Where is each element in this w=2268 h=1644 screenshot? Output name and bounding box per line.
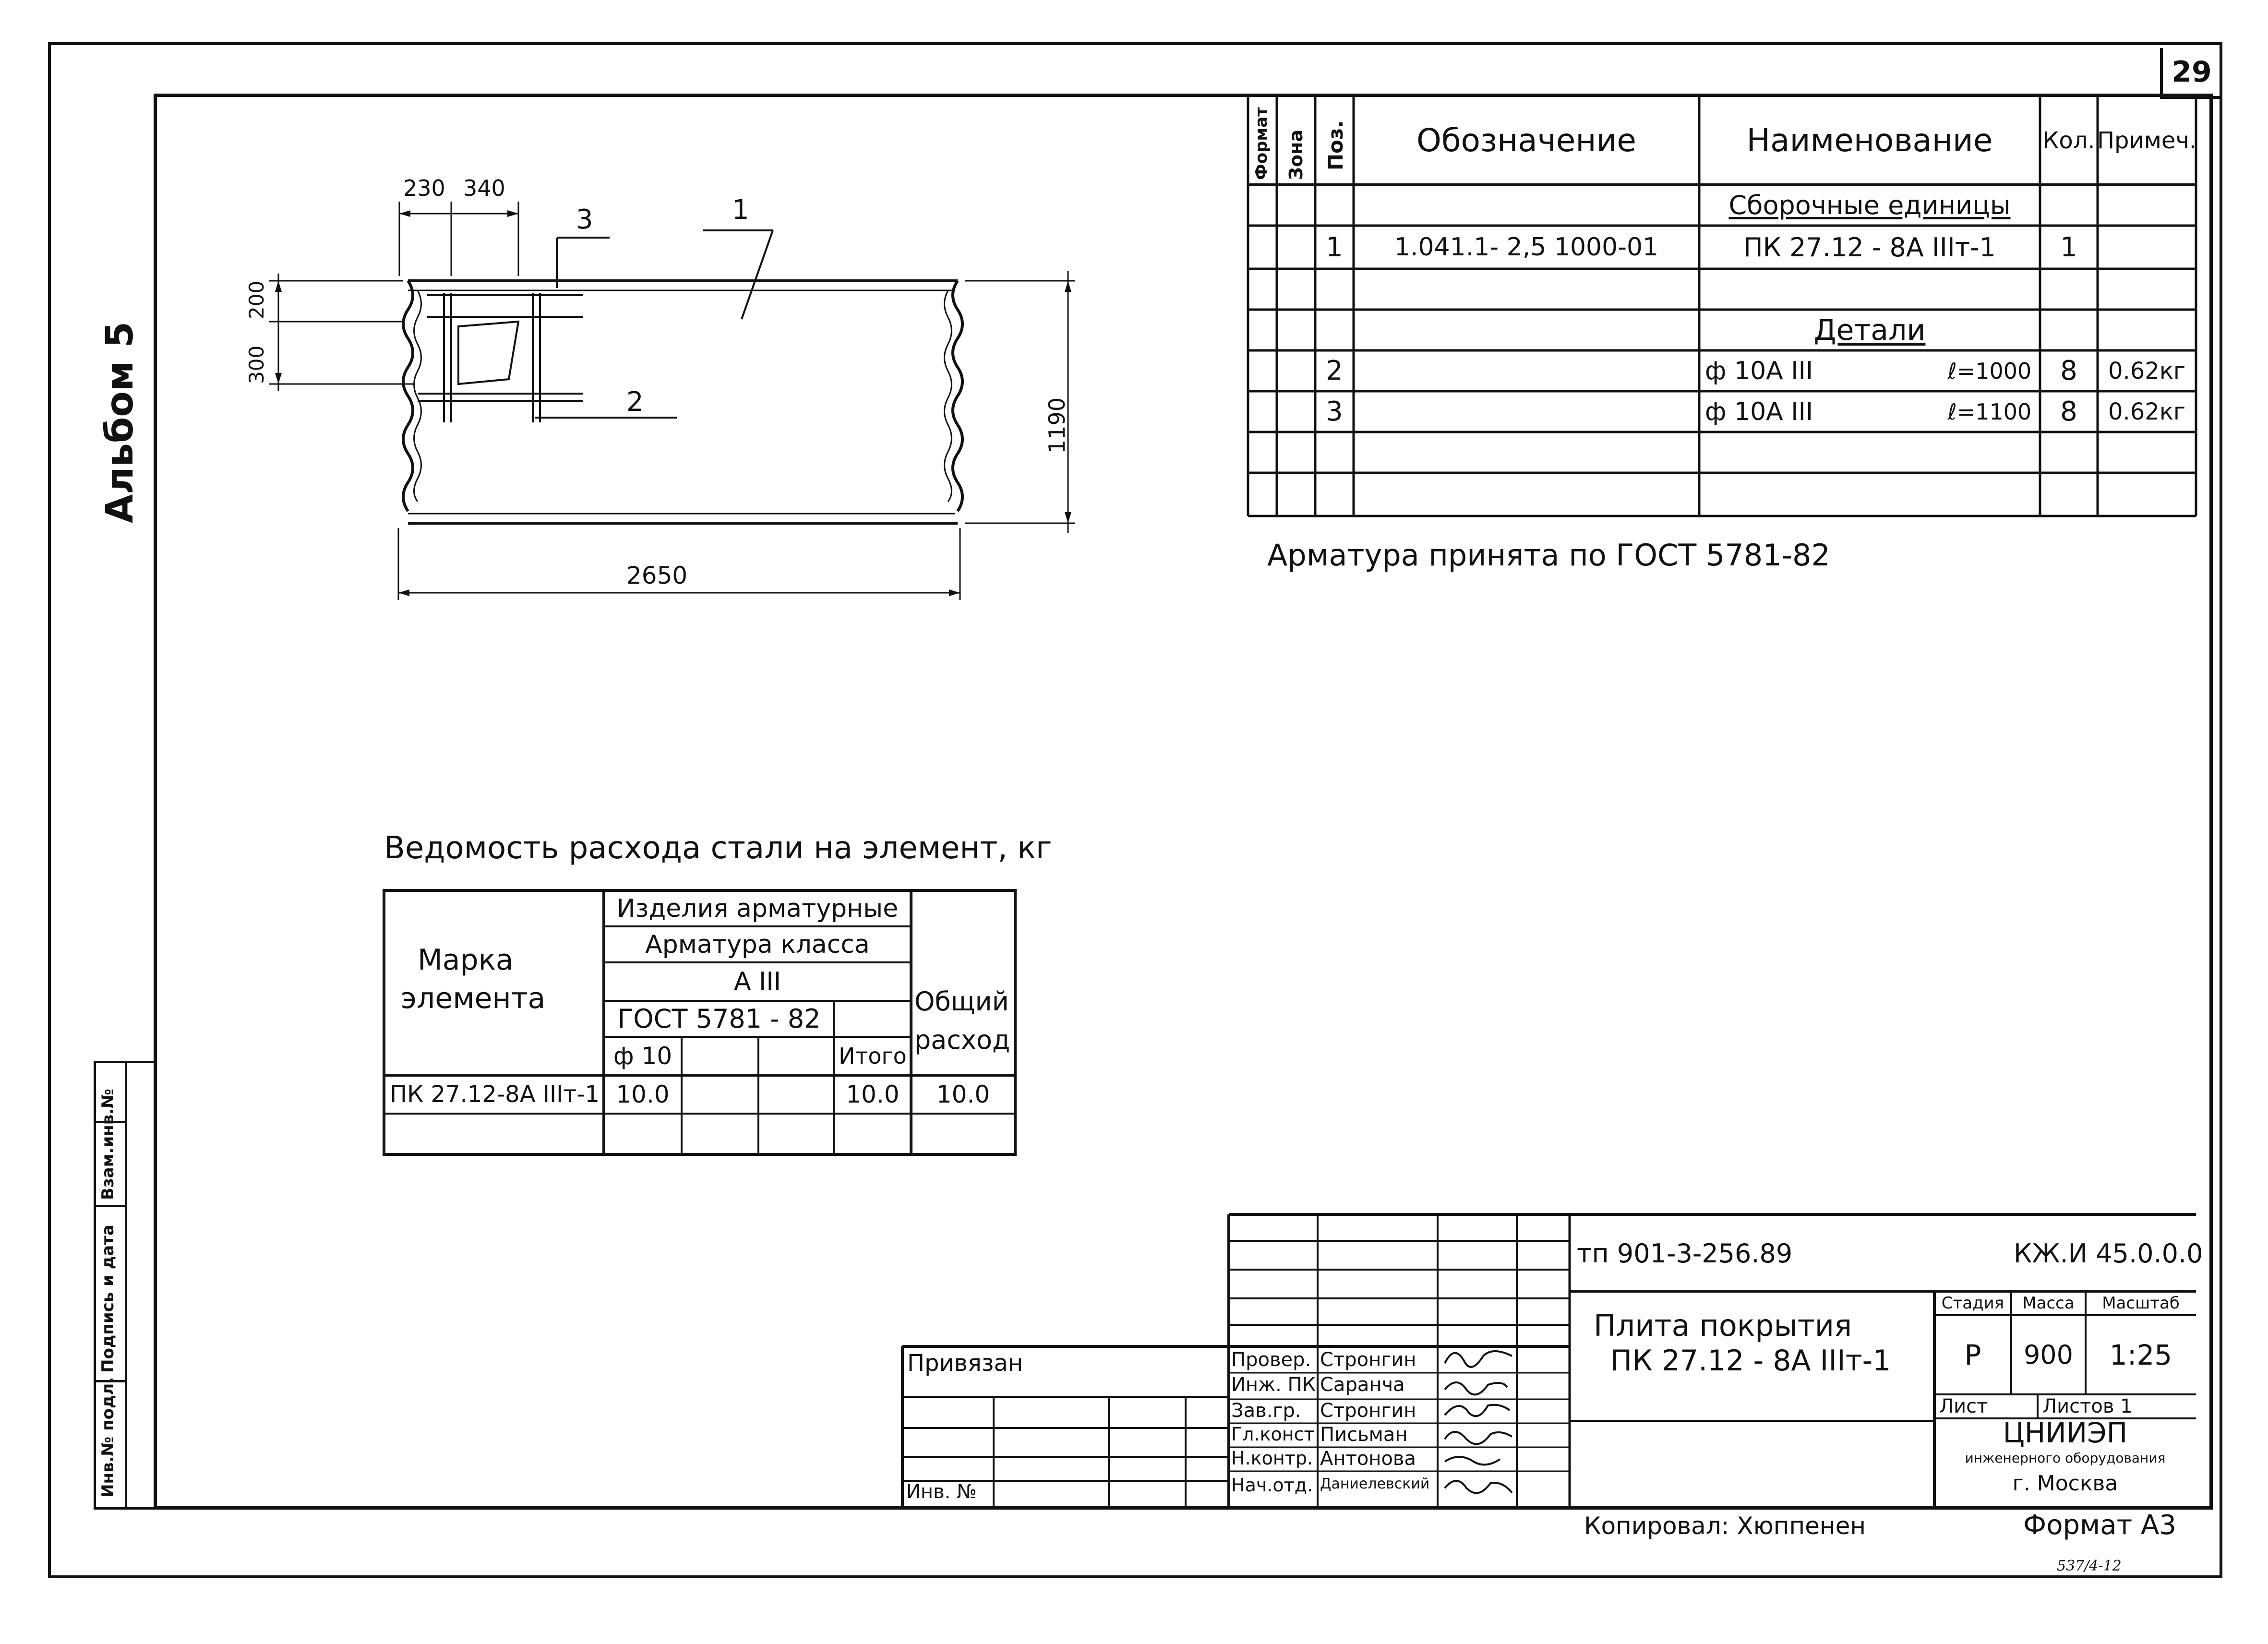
tb-doc-code: тп 901-3-256.89 <box>1577 1238 1793 1269</box>
spec-row-length: ℓ=1000 <box>1947 358 2032 384</box>
steel-header-mark-line1: Марка <box>418 943 514 977</box>
spec-row-pos: 2 <box>1326 355 1343 386</box>
dim-230: 230 <box>403 175 445 201</box>
sheet-outer-frame <box>48 42 2222 1578</box>
tb-mass-header: Масса <box>2022 1294 2075 1313</box>
tb-role-name: Даниелевский <box>1320 1476 1430 1492</box>
tb-role: Инж. ПК <box>1231 1374 1316 1396</box>
tb-org-line2: инженерного оборудования <box>1965 1450 2166 1466</box>
sheet-inner-frame <box>154 94 2213 1510</box>
sheet-format: Формат А3 <box>2023 1510 2176 1541</box>
tb-org-line1: ЦНИИЭП <box>2003 1418 2128 1447</box>
spec-row-name: ПК 27.12 - 8А IIIт-1 <box>1743 232 1996 263</box>
callout-3: 3 <box>576 204 593 235</box>
tb-role-name: Письман <box>1320 1424 1408 1446</box>
spec-section-assembly: Сборочные единицы <box>1728 190 2011 220</box>
spec-row-pos: 1 <box>1326 231 1343 263</box>
steel-table-title: Ведомость расхода стали на элемент, кг <box>384 830 1052 866</box>
tb-scale-header: Масштаб <box>2102 1294 2180 1313</box>
copied-by: Копировал: Хюппенен <box>1584 1512 1866 1540</box>
tb-sheets-header: Листов 1 <box>2042 1395 2133 1417</box>
spec-row-name: ф 10А III <box>1705 356 1813 385</box>
spec-header-name: Наименование <box>1746 122 1993 159</box>
callout-2: 2 <box>626 386 644 418</box>
spec-row-name: ф 10А III <box>1705 397 1813 426</box>
spec-row-note: 0.62кг <box>2108 398 2186 425</box>
steel-header-mark-line2: элемента <box>401 982 546 1015</box>
steel-row-total: 10.0 <box>846 1080 900 1108</box>
spec-header-note: Примеч. <box>2098 127 2196 154</box>
tb-mass: 900 <box>2023 1340 2074 1370</box>
spec-row-pos: 3 <box>1326 396 1343 427</box>
tb-sheet-code: КЖ.И 45.0.0.0 <box>2014 1238 2203 1269</box>
tb-title-line1: Плита покрытия <box>1594 1308 1852 1343</box>
dim-2650: 2650 <box>626 562 688 589</box>
spec-header-designation: Обозначение <box>1416 122 1636 159</box>
tb-role-name: Стронгин <box>1320 1349 1416 1371</box>
steel-header-gost: ГОСТ 5781 - 82 <box>617 1004 821 1034</box>
steel-header-d10: ф 10 <box>613 1042 672 1070</box>
spec-header-qty: Кол. <box>2042 127 2095 154</box>
spec-section-details: Детали <box>1813 313 1926 347</box>
page-number: 29 <box>2160 48 2220 99</box>
tb-role-name: Антонова <box>1320 1448 1416 1470</box>
tb-bound-label: Привязан <box>907 1350 1023 1377</box>
tb-role: Зав.гр. <box>1231 1400 1301 1422</box>
spec-row-designation: 1.041.1- 2,5 1000-01 <box>1394 233 1659 262</box>
steel-row-mark: ПК 27.12-8А IIIт-1 <box>390 1081 600 1108</box>
spec-row-qty: 8 <box>2060 396 2077 427</box>
steel-header-common-line1: Общий <box>914 986 1009 1017</box>
tb-role: Провер. <box>1231 1349 1311 1371</box>
tb-inv-label: Инв. № <box>906 1481 977 1503</box>
archive-stamp: 537/4-12 <box>2057 1558 2122 1574</box>
steel-header-total: Итого <box>839 1043 907 1069</box>
tb-role: Гл.конст <box>1231 1424 1315 1445</box>
side-strip-divider <box>94 1121 127 1123</box>
callout-1: 1 <box>732 194 749 226</box>
steel-header-class: Арматура класса <box>645 930 870 959</box>
side-strip-divider <box>94 1205 127 1207</box>
spec-row-qty: 1 <box>2060 231 2077 263</box>
tb-role-name: Стронгин <box>1320 1400 1416 1422</box>
tb-stage-header: Стадия <box>1941 1294 2004 1313</box>
steel-header-grade: А III <box>733 967 781 996</box>
steel-header-products: Изделия арматурные <box>616 894 899 923</box>
steel-row-common: 10.0 <box>936 1080 990 1108</box>
spec-row-qty: 8 <box>2060 355 2077 386</box>
side-strip-divider <box>94 1380 127 1382</box>
tb-scale: 1:25 <box>2109 1338 2172 1371</box>
tb-title-line2: ПК 27.12 - 8А IIIт-1 <box>1610 1344 1891 1378</box>
side-strip-divider <box>125 1061 127 1510</box>
tb-role: Нач.отд. <box>1231 1475 1313 1496</box>
tb-stage: Р <box>1964 1338 1981 1371</box>
spec-note-below: Арматура принята по ГОСТ 5781-82 <box>1267 538 1830 573</box>
tb-role-name: Саранча <box>1320 1374 1405 1396</box>
steel-row-d10: 10.0 <box>616 1080 670 1108</box>
dim-340: 340 <box>463 175 505 201</box>
tb-role: Н.контр. <box>1231 1448 1313 1469</box>
tb-org-line3: г. Москва <box>2012 1471 2118 1496</box>
tb-sheet-header: Лист <box>1939 1395 1988 1417</box>
spec-row-length: ℓ=1100 <box>1947 398 2032 425</box>
spec-row-note: 0.62кг <box>2108 357 2186 384</box>
steel-header-common-line2: расход <box>914 1025 1010 1055</box>
